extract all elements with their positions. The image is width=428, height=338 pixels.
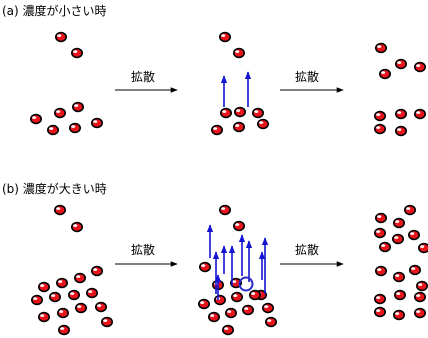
particle (91, 265, 104, 277)
particle (53, 107, 66, 119)
particle (48, 291, 61, 303)
particle (219, 204, 232, 216)
particle (234, 106, 247, 118)
particle (374, 265, 387, 277)
particle (373, 227, 386, 239)
particle (373, 110, 386, 122)
particle (394, 108, 407, 120)
particle (413, 108, 426, 120)
particle (46, 124, 59, 136)
particle (392, 217, 405, 229)
particle (30, 294, 43, 306)
panel-b-arrow1-label: 拡散 (131, 243, 156, 257)
particle (413, 307, 426, 319)
particle (208, 311, 221, 323)
particle (373, 306, 386, 318)
particle (413, 61, 426, 73)
particle (37, 311, 50, 323)
particle (233, 121, 246, 133)
particle (374, 212, 387, 224)
particle (57, 324, 70, 336)
particle (394, 125, 407, 137)
particle (71, 221, 84, 233)
particle (415, 280, 428, 292)
particle (233, 47, 246, 59)
particle (264, 316, 277, 328)
particle (198, 298, 211, 310)
particle (249, 289, 262, 301)
particle (373, 123, 386, 135)
particle (394, 58, 407, 70)
particle (68, 289, 81, 301)
panel-b-arrow2-label: 拡散 (295, 243, 320, 257)
particle (53, 204, 66, 216)
particle (418, 242, 428, 254)
particle (74, 272, 87, 284)
particle (222, 324, 235, 336)
particle (373, 293, 386, 305)
particle (408, 264, 421, 276)
particle (403, 204, 416, 216)
particle (233, 220, 246, 232)
panel-b-title: (b) 濃度が大きい時 (2, 182, 107, 196)
particle (91, 117, 104, 129)
particle (56, 307, 69, 319)
particle (54, 31, 67, 43)
particle (71, 47, 84, 59)
particle (392, 309, 405, 321)
particle (413, 291, 426, 303)
particle (75, 302, 88, 314)
particle (219, 31, 232, 43)
particle (256, 118, 269, 130)
highlight-ring (238, 276, 254, 292)
particle (69, 122, 82, 134)
particle (95, 301, 108, 313)
particle (231, 291, 244, 303)
particle (378, 68, 391, 80)
particle (374, 42, 387, 54)
particle (225, 307, 238, 319)
particle (199, 261, 212, 273)
particle (55, 277, 68, 289)
panel-a-arrow2-label: 拡散 (295, 70, 320, 84)
particle (37, 281, 50, 293)
particle (86, 287, 99, 299)
particle (29, 113, 42, 125)
panel-a-arrow1-label: 拡散 (131, 70, 156, 84)
particle (391, 233, 404, 245)
particle (242, 304, 255, 316)
particle (220, 107, 233, 119)
particle (261, 302, 274, 314)
particle (393, 289, 406, 301)
particle (252, 107, 265, 119)
panel-a-title: (a) 濃度が小さい時 (2, 4, 107, 18)
particle (101, 316, 114, 328)
particle (72, 101, 85, 113)
particle (407, 229, 420, 241)
particle (392, 271, 405, 283)
particle (211, 124, 224, 136)
particle (378, 241, 391, 253)
particle (214, 294, 227, 306)
